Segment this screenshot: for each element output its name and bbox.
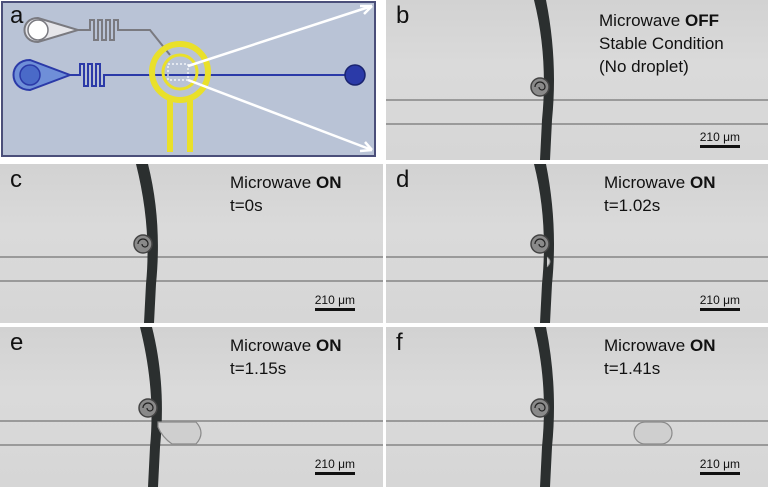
panel-label: a <box>10 2 24 29</box>
panel-c: c Microwave ON t=0s 210 μm <box>0 164 383 323</box>
grey-serpentine <box>78 19 171 56</box>
micrograph <box>0 327 383 487</box>
droplet-forming <box>546 256 551 268</box>
droplet <box>633 421 673 445</box>
caption: Microwave ON t=1.02s <box>604 173 716 215</box>
scale-bar: 210 μm <box>699 130 740 148</box>
micrograph <box>386 0 768 160</box>
arrow-bottom <box>187 78 373 152</box>
microwire <box>136 164 158 323</box>
droplet <box>157 421 202 445</box>
microwire <box>140 327 162 487</box>
chip-schematic <box>1 1 376 157</box>
panel-a: a <box>0 0 383 160</box>
scale-bar: 210 μm <box>699 457 740 475</box>
micrograph <box>0 164 383 323</box>
spiral-sensor <box>138 398 158 418</box>
scale-bar: 210 μm <box>314 293 355 311</box>
panel-label: f <box>396 329 403 356</box>
caption: Microwave ON t=0s <box>230 173 342 215</box>
scale-bar: 210 μm <box>314 457 355 475</box>
micrograph <box>386 327 768 487</box>
panel-label: d <box>396 166 410 193</box>
panel-label: e <box>10 329 24 356</box>
arrow-top <box>187 4 373 68</box>
micrograph <box>386 164 768 323</box>
outlet <box>344 64 366 86</box>
spiral-sensor <box>530 398 550 418</box>
panel-f: f Microwave ON t=1.41s 210 μm <box>386 327 768 487</box>
scale-bar: 210 μm <box>699 293 740 311</box>
panel-label: b <box>396 2 410 29</box>
blue-channel <box>70 63 350 87</box>
caption: Microwave OFF Stable Condition (No dropl… <box>599 11 724 76</box>
panel-d: d Microwave ON t=1.02s 210 μm <box>386 164 768 323</box>
panel-e: e Microwave ON t=1.15s 210 μm <box>0 327 383 487</box>
caption: Microwave ON t=1.15s <box>230 336 342 378</box>
spiral-sensor <box>133 234 153 254</box>
resonator-feed <box>167 98 193 152</box>
spiral-sensor <box>530 234 550 254</box>
caption: Microwave ON t=1.41s <box>604 336 716 378</box>
resonator-ring <box>149 41 211 103</box>
panel-b: b Microwave OFF Stable Condition (No dro… <box>386 0 768 160</box>
spiral-sensor <box>530 77 550 97</box>
panel-label: c <box>10 166 22 193</box>
